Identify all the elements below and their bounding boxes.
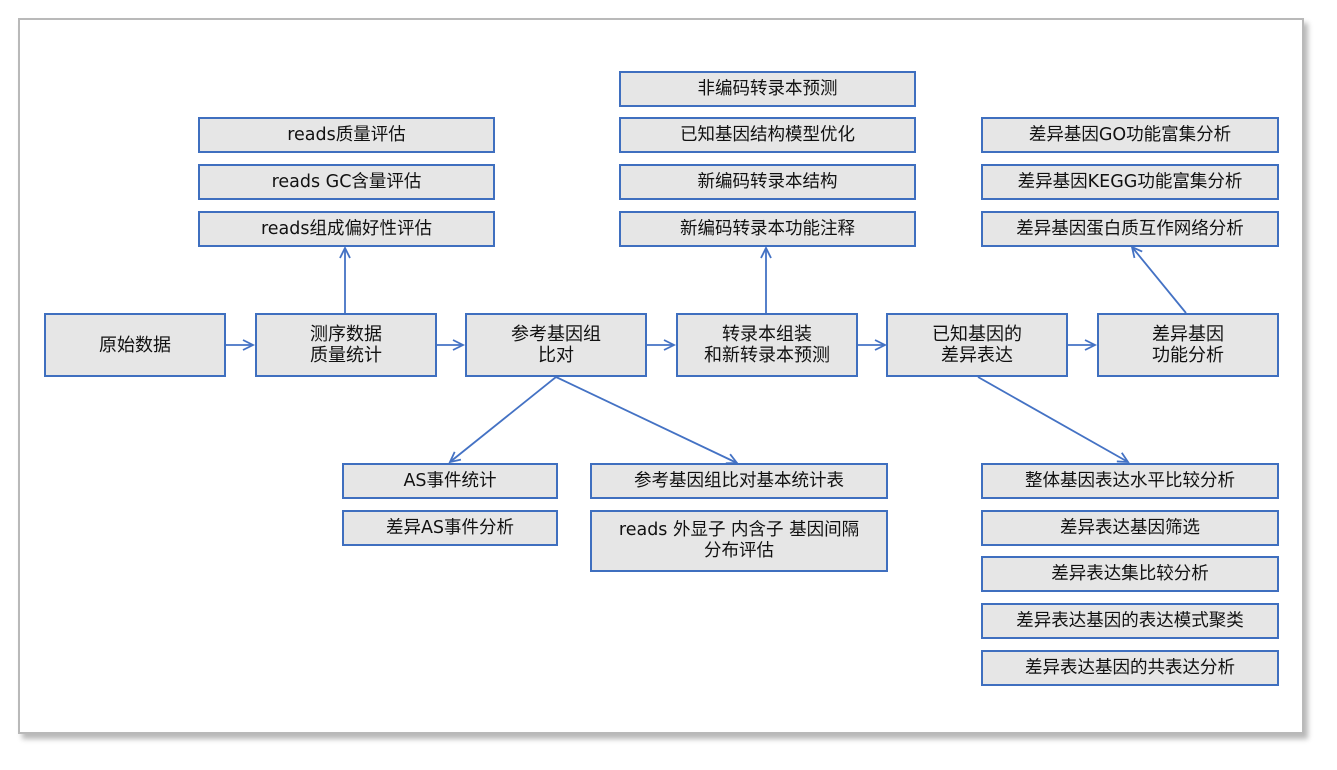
arrow-align-to-stats	[555, 376, 739, 465]
node-raw-data: 原始数据	[44, 313, 226, 377]
arrow-de-to-expression	[977, 376, 1130, 463]
node-known-gene-de: 已知基因的 差异表达	[886, 313, 1068, 377]
alignment-output-region-distribution: reads 外显子 内含子 基因间隔 分布评估	[590, 510, 888, 572]
node-transcript-assembly: 转录本组装 和新转录本预测	[676, 313, 858, 377]
expression-output-overall: 整体基因表达水平比较分析	[981, 463, 1279, 499]
alignment-output-stats-table: 参考基因组比对基本统计表	[590, 463, 888, 499]
assembly-output-model-opt: 已知基因结构模型优化	[619, 117, 916, 153]
assembly-output-noncoding: 非编码转录本预测	[619, 71, 916, 107]
node-de-gene-function: 差异基因 功能分析	[1097, 313, 1279, 377]
expression-output-clustering: 差异表达基因的表达模式聚类	[981, 603, 1279, 639]
function-output-go: 差异基因GO功能富集分析	[981, 117, 1279, 153]
arrow-align-to-as	[448, 376, 557, 464]
expression-output-screening: 差异表达基因筛选	[981, 510, 1279, 546]
qc-output-quality: reads质量评估	[198, 117, 495, 153]
assembly-output-new-structure: 新编码转录本结构	[619, 164, 916, 200]
function-output-kegg: 差异基因KEGG功能富集分析	[981, 164, 1279, 200]
function-output-ppi: 差异基因蛋白质互作网络分析	[981, 211, 1279, 247]
node-sequencing-qc: 测序数据 质量统计	[255, 313, 437, 377]
qc-output-gc: reads GC含量评估	[198, 164, 495, 200]
arrow-function-to-outputs	[1130, 245, 1187, 314]
assembly-output-new-annotation: 新编码转录本功能注释	[619, 211, 916, 247]
qc-output-bias: reads组成偏好性评估	[198, 211, 495, 247]
diagram-canvas: 原始数据 测序数据 质量统计 参考基因组 比对 转录本组装 和新转录本预测 已知…	[18, 18, 1304, 734]
as-output-differential: 差异AS事件分析	[342, 510, 558, 546]
expression-output-set-compare: 差异表达集比较分析	[981, 556, 1279, 592]
as-output-stats: AS事件统计	[342, 463, 558, 499]
expression-output-coexpression: 差异表达基因的共表达分析	[981, 650, 1279, 686]
connectors-layer	[226, 245, 1187, 465]
node-reference-alignment: 参考基因组 比对	[465, 313, 647, 377]
